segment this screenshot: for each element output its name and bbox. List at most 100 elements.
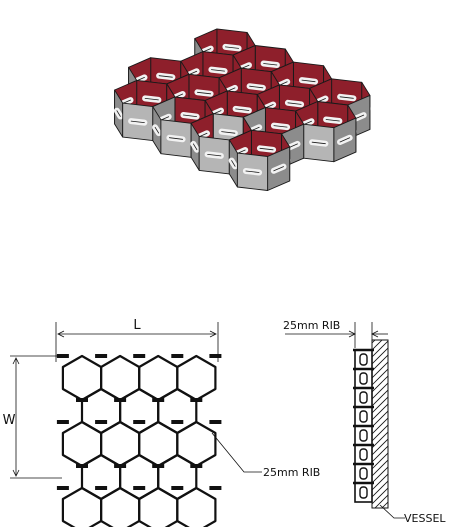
- hatch-line: [372, 445, 388, 463]
- rib-tab: [152, 398, 165, 402]
- rib-tab: [95, 354, 108, 358]
- rib-tab: [133, 486, 146, 490]
- rib-tab: [114, 398, 127, 402]
- vessel-label: VESSEL: [404, 512, 446, 525]
- rib-tab: [95, 486, 108, 490]
- rib-tab: [152, 464, 165, 468]
- length-label: L: [133, 318, 141, 333]
- rib-slot-outline: [221, 131, 236, 134]
- rib-tab: [209, 354, 222, 358]
- length-dimension: [55, 322, 219, 362]
- rib-slot-outline: [301, 79, 316, 83]
- hatch-line: [372, 523, 388, 527]
- hatch-line: [381, 501, 388, 508]
- rib-cell: [354, 406, 373, 427]
- rib-leader-line: [211, 432, 262, 473]
- rib-tab: [171, 354, 184, 358]
- hatch-line: [372, 347, 388, 365]
- rib-cell: [354, 368, 373, 389]
- rib-slot: [359, 391, 368, 404]
- rib-slot: [359, 486, 368, 499]
- rib-slot-outline: [116, 110, 121, 117]
- isometric-grating-view: [113, 28, 371, 191]
- rib-slot-outline: [196, 91, 212, 95]
- rib-tab: [56, 486, 69, 490]
- hatch-line: [372, 340, 388, 358]
- rib-slot-outline: [263, 63, 278, 66]
- hatch-line: [372, 368, 388, 386]
- hatch-line: [372, 480, 388, 498]
- rib-slot-outline: [168, 137, 184, 140]
- rib-cell: [354, 463, 373, 484]
- rib-slot-outline: [235, 108, 250, 111]
- rib-slot: [359, 429, 368, 442]
- hatch-line: [374, 494, 388, 508]
- rib-slot: [359, 372, 368, 385]
- hex-cell: [138, 486, 179, 527]
- hatch-line: [372, 487, 388, 505]
- rib-slot: [359, 467, 368, 480]
- rib-cell-stack: [353, 348, 374, 503]
- hatch-line: [372, 466, 388, 484]
- section-view: 25mm RIB VESSEL: [283, 319, 446, 527]
- hatch-line: [372, 382, 388, 400]
- rib-slot-outline: [154, 126, 160, 134]
- rib-slot-outline: [311, 141, 326, 145]
- rib-tab: [114, 464, 127, 468]
- rib-slot-outline: [207, 153, 222, 157]
- width-dimension: [10, 355, 62, 479]
- hatch-line: [372, 410, 388, 428]
- rib-slot: [359, 353, 368, 366]
- hatch-line: [372, 396, 388, 414]
- rib-cell: [354, 349, 373, 370]
- hatch-line: [372, 403, 388, 421]
- hatch-line: [372, 354, 388, 372]
- hatch-line: [372, 509, 388, 525]
- rib-tab: [133, 354, 146, 358]
- rib-slot-outline: [224, 46, 240, 49]
- plan-view: L W 25mm RIB: [3, 318, 320, 527]
- rib-cell: [354, 387, 373, 408]
- rib-slot-outline: [144, 98, 159, 101]
- hatch-line: [372, 459, 388, 477]
- rib-slot-outline: [259, 147, 274, 151]
- hatch-line: [372, 438, 388, 456]
- vessel-wall: [371, 339, 389, 509]
- vessel-leader-line: [379, 504, 405, 519]
- rib-tab: [76, 398, 88, 402]
- hex-cell: [61, 486, 103, 527]
- rib-slot-outline: [158, 75, 173, 78]
- hexagon-grid: [56, 354, 222, 527]
- rib-slot-outline: [273, 125, 288, 128]
- rib-slot-outline: [339, 96, 354, 99]
- rib-slot-outline: [287, 102, 302, 105]
- rib-plan-label: 25mm RIB: [263, 466, 320, 479]
- hatch-line: [372, 340, 383, 351]
- hatch-line: [372, 340, 376, 344]
- rib-slot-outline: [339, 137, 351, 143]
- rib-slot-outline: [245, 170, 260, 173]
- rib-tab: [171, 486, 184, 490]
- rib-slot-outline: [231, 160, 236, 167]
- rib-tab: [171, 420, 184, 424]
- rib-tab: [209, 420, 222, 424]
- hatch-line: [372, 417, 388, 435]
- hatch-line: [372, 516, 388, 527]
- hex-cell: [99, 486, 141, 527]
- rib-slot-outline: [182, 114, 198, 117]
- rib-tab: [133, 420, 146, 424]
- rib-slot: [359, 410, 368, 423]
- rib-slot-outline: [130, 120, 145, 123]
- rib-section-label: 25mm RIB: [283, 319, 340, 332]
- rib-tab: [56, 354, 69, 358]
- rib-tab: [209, 486, 222, 490]
- rib-slot: [359, 448, 368, 461]
- hatch-line: [372, 375, 388, 393]
- hatch-line: [372, 424, 388, 442]
- rib-slot-outline: [249, 85, 264, 89]
- rib-slot-outline: [210, 69, 226, 72]
- rib-cell: [354, 482, 373, 503]
- hex-cell: [176, 486, 217, 527]
- hatch-line: [372, 361, 388, 379]
- rib-tab: [190, 398, 203, 402]
